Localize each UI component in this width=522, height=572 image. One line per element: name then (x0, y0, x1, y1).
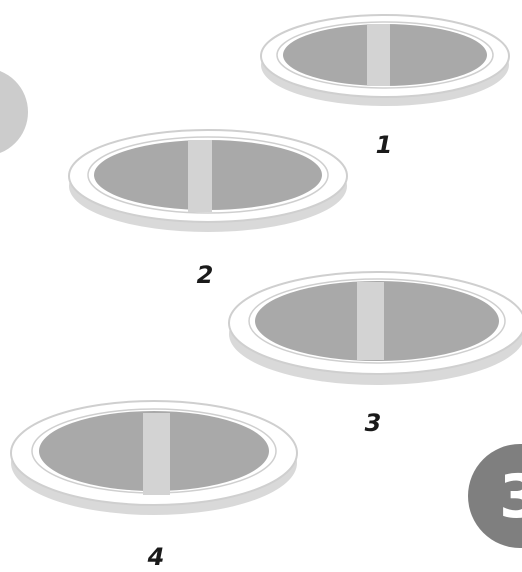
dish-label-2: 2 (197, 261, 214, 289)
step-badge-left-circle (0, 71, 28, 153)
petri-dish-2-strip (188, 140, 212, 212)
petri-dish-2 (68, 129, 348, 232)
dish-label-4: 4 (147, 543, 165, 571)
step-badge-right-label: 3 (499, 462, 522, 532)
petri-dish-1-strip (367, 24, 390, 86)
step-badge-right-circle (468, 444, 522, 548)
petri-dish-3-strip (357, 282, 384, 360)
dish-label-3: 3 (365, 409, 382, 437)
step-badge-right: 3 (468, 444, 522, 548)
petri-dish-1 (260, 14, 510, 106)
petri-dish-4-strip (143, 413, 170, 495)
dish-label-1: 1 (376, 131, 393, 159)
step-badge-left (0, 71, 28, 153)
petri-dish-3 (228, 271, 522, 385)
petri-dish-4 (10, 400, 298, 515)
